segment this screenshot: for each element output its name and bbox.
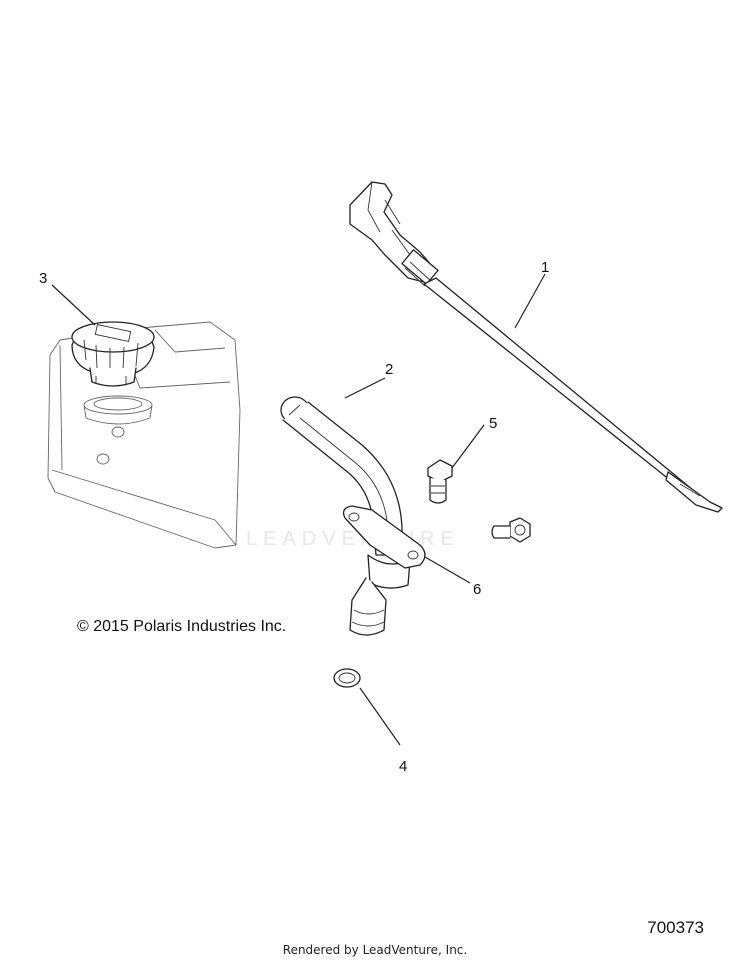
callout-4: 4 xyxy=(399,758,407,775)
rendered-by-credit: Rendered by LeadVenture, Inc. xyxy=(282,943,468,957)
flange-bolt[interactable] xyxy=(427,459,453,504)
diagram-number: 700373 xyxy=(647,918,704,937)
copyright-notice: © 2015 Polaris Industries Inc. xyxy=(77,618,287,635)
callout-3: 3 xyxy=(39,270,47,287)
callout-6: 6 xyxy=(473,581,481,598)
leader-lines xyxy=(51,273,546,746)
callout-1: 1 xyxy=(541,259,549,276)
o-ring[interactable] xyxy=(333,668,361,688)
dipstick-tube[interactable] xyxy=(280,396,411,636)
flange-bolt-second[interactable] xyxy=(491,517,531,543)
oil-filler-cap[interactable] xyxy=(71,321,155,387)
oil-dipstick[interactable] xyxy=(349,181,723,513)
callout-2: 2 xyxy=(385,361,393,378)
valve-cover-outline xyxy=(47,321,241,549)
callout-5: 5 xyxy=(489,415,497,432)
tube-bracket[interactable] xyxy=(342,505,426,569)
